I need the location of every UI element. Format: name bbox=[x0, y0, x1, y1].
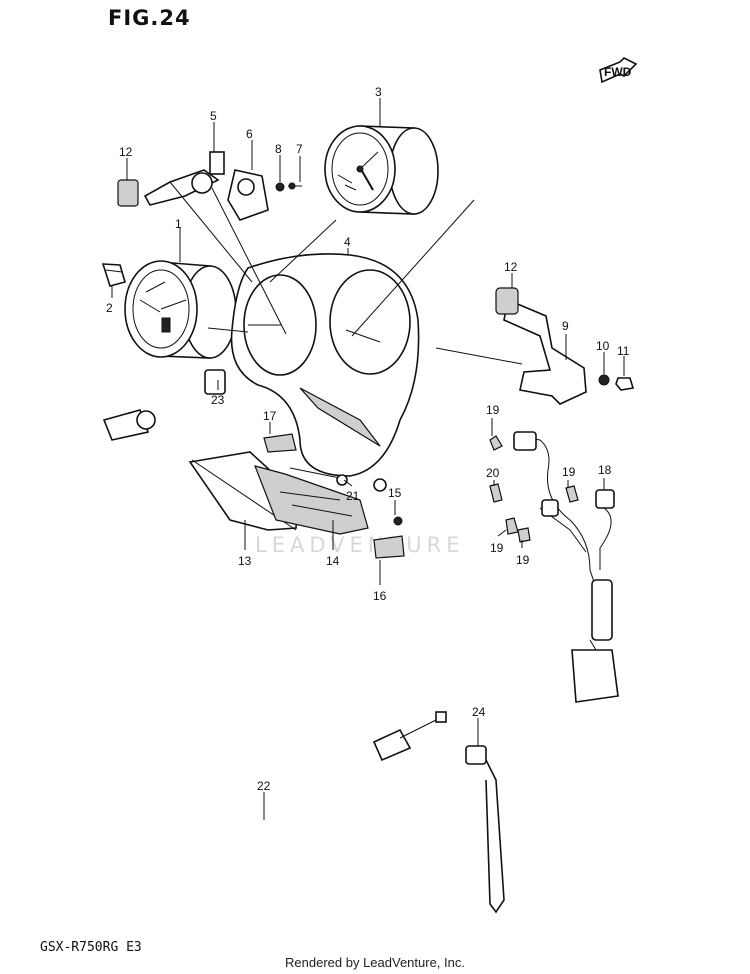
cable-tie bbox=[465, 745, 505, 914]
callout-20: 20 bbox=[486, 466, 500, 480]
callout-24: 24 bbox=[472, 705, 486, 719]
callout-19-b: 19 bbox=[562, 465, 576, 479]
meter-case bbox=[230, 253, 420, 492]
callout-2: 2 bbox=[106, 301, 113, 315]
callout-19-d: 19 bbox=[516, 553, 530, 567]
speedometer bbox=[124, 260, 237, 359]
callout-8: 8 bbox=[275, 142, 282, 156]
callout-16: 16 bbox=[373, 589, 387, 603]
credit-line: Rendered by LeadVenture, Inc. bbox=[285, 955, 465, 970]
speedometer-cable bbox=[80, 409, 447, 868]
callout-13: 13 bbox=[238, 554, 252, 568]
callout-6: 6 bbox=[246, 127, 253, 141]
indicator-panels bbox=[188, 433, 405, 559]
callout-19-a: 19 bbox=[486, 403, 500, 417]
model-code: GSX-R750RG E3 bbox=[40, 940, 142, 955]
callout-12-right: 12 bbox=[504, 260, 518, 274]
callout-19-c: 19 bbox=[490, 541, 504, 555]
bulbs bbox=[489, 435, 579, 543]
rubber-cap bbox=[204, 369, 226, 395]
right-bracket bbox=[495, 287, 635, 405]
callout-labels: 1 2 3 4 5 6 7 8 9 10 11 12 12 13 14 15 1… bbox=[106, 85, 630, 793]
forward-arrow-label: FWD bbox=[604, 65, 632, 79]
callout-7: 7 bbox=[296, 142, 303, 156]
callout-23: 23 bbox=[211, 393, 225, 407]
callout-11: 11 bbox=[617, 344, 630, 358]
tachometer bbox=[324, 125, 439, 215]
callout-18: 18 bbox=[598, 463, 612, 477]
callout-1: 1 bbox=[175, 217, 182, 231]
callout-17: 17 bbox=[263, 409, 277, 423]
wiring-harness bbox=[513, 431, 619, 703]
callout-9: 9 bbox=[562, 319, 569, 333]
callout-15: 15 bbox=[388, 486, 402, 500]
callout-3: 3 bbox=[375, 85, 382, 99]
callout-5: 5 bbox=[210, 109, 217, 123]
figure-title: FIG.24 bbox=[108, 6, 191, 30]
forward-arrow-icon: FWD bbox=[599, 57, 638, 84]
callout-14: 14 bbox=[326, 554, 340, 568]
leader-lines bbox=[111, 98, 625, 820]
watermark: LEADVENTURE bbox=[255, 533, 465, 557]
callout-22: 22 bbox=[257, 779, 271, 793]
callout-12-left: 12 bbox=[119, 145, 133, 159]
callout-10: 10 bbox=[596, 339, 610, 353]
callout-4: 4 bbox=[344, 235, 351, 249]
callout-21: 21 bbox=[346, 489, 360, 503]
lamp-socket-bracket bbox=[117, 151, 302, 221]
cable-fitting bbox=[101, 263, 126, 287]
